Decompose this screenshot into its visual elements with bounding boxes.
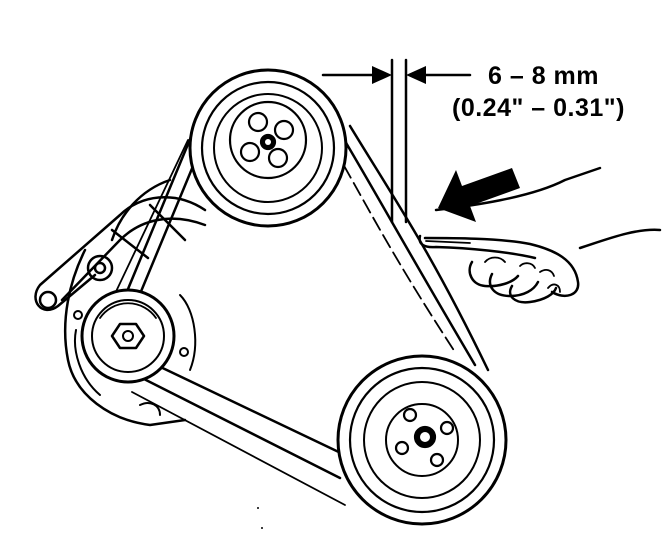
measurement-inch-label: (0.24" – 0.31") — [452, 94, 625, 122]
arrow-left-icon — [406, 66, 426, 84]
tensioner-pulley — [80, 288, 176, 384]
bracket-bolt — [86, 254, 114, 282]
deflection-gauge — [321, 58, 472, 224]
upper-pulley — [188, 68, 348, 228]
mounting-bracket — [34, 178, 207, 427]
hand-icon — [418, 166, 662, 304]
arrow-right-icon — [372, 66, 392, 84]
scan-speck — [261, 527, 263, 529]
pulley-hub-icon — [394, 407, 455, 468]
push-arrow-icon — [438, 168, 520, 222]
scan-speck — [257, 507, 259, 509]
drive-belt — [111, 118, 490, 506]
measurement-mm-label: 6 – 8 mm — [488, 62, 600, 90]
pulley-hub-icon — [239, 111, 295, 169]
lower-pulley — [336, 354, 508, 526]
tensioner-nut-icon — [110, 322, 146, 350]
